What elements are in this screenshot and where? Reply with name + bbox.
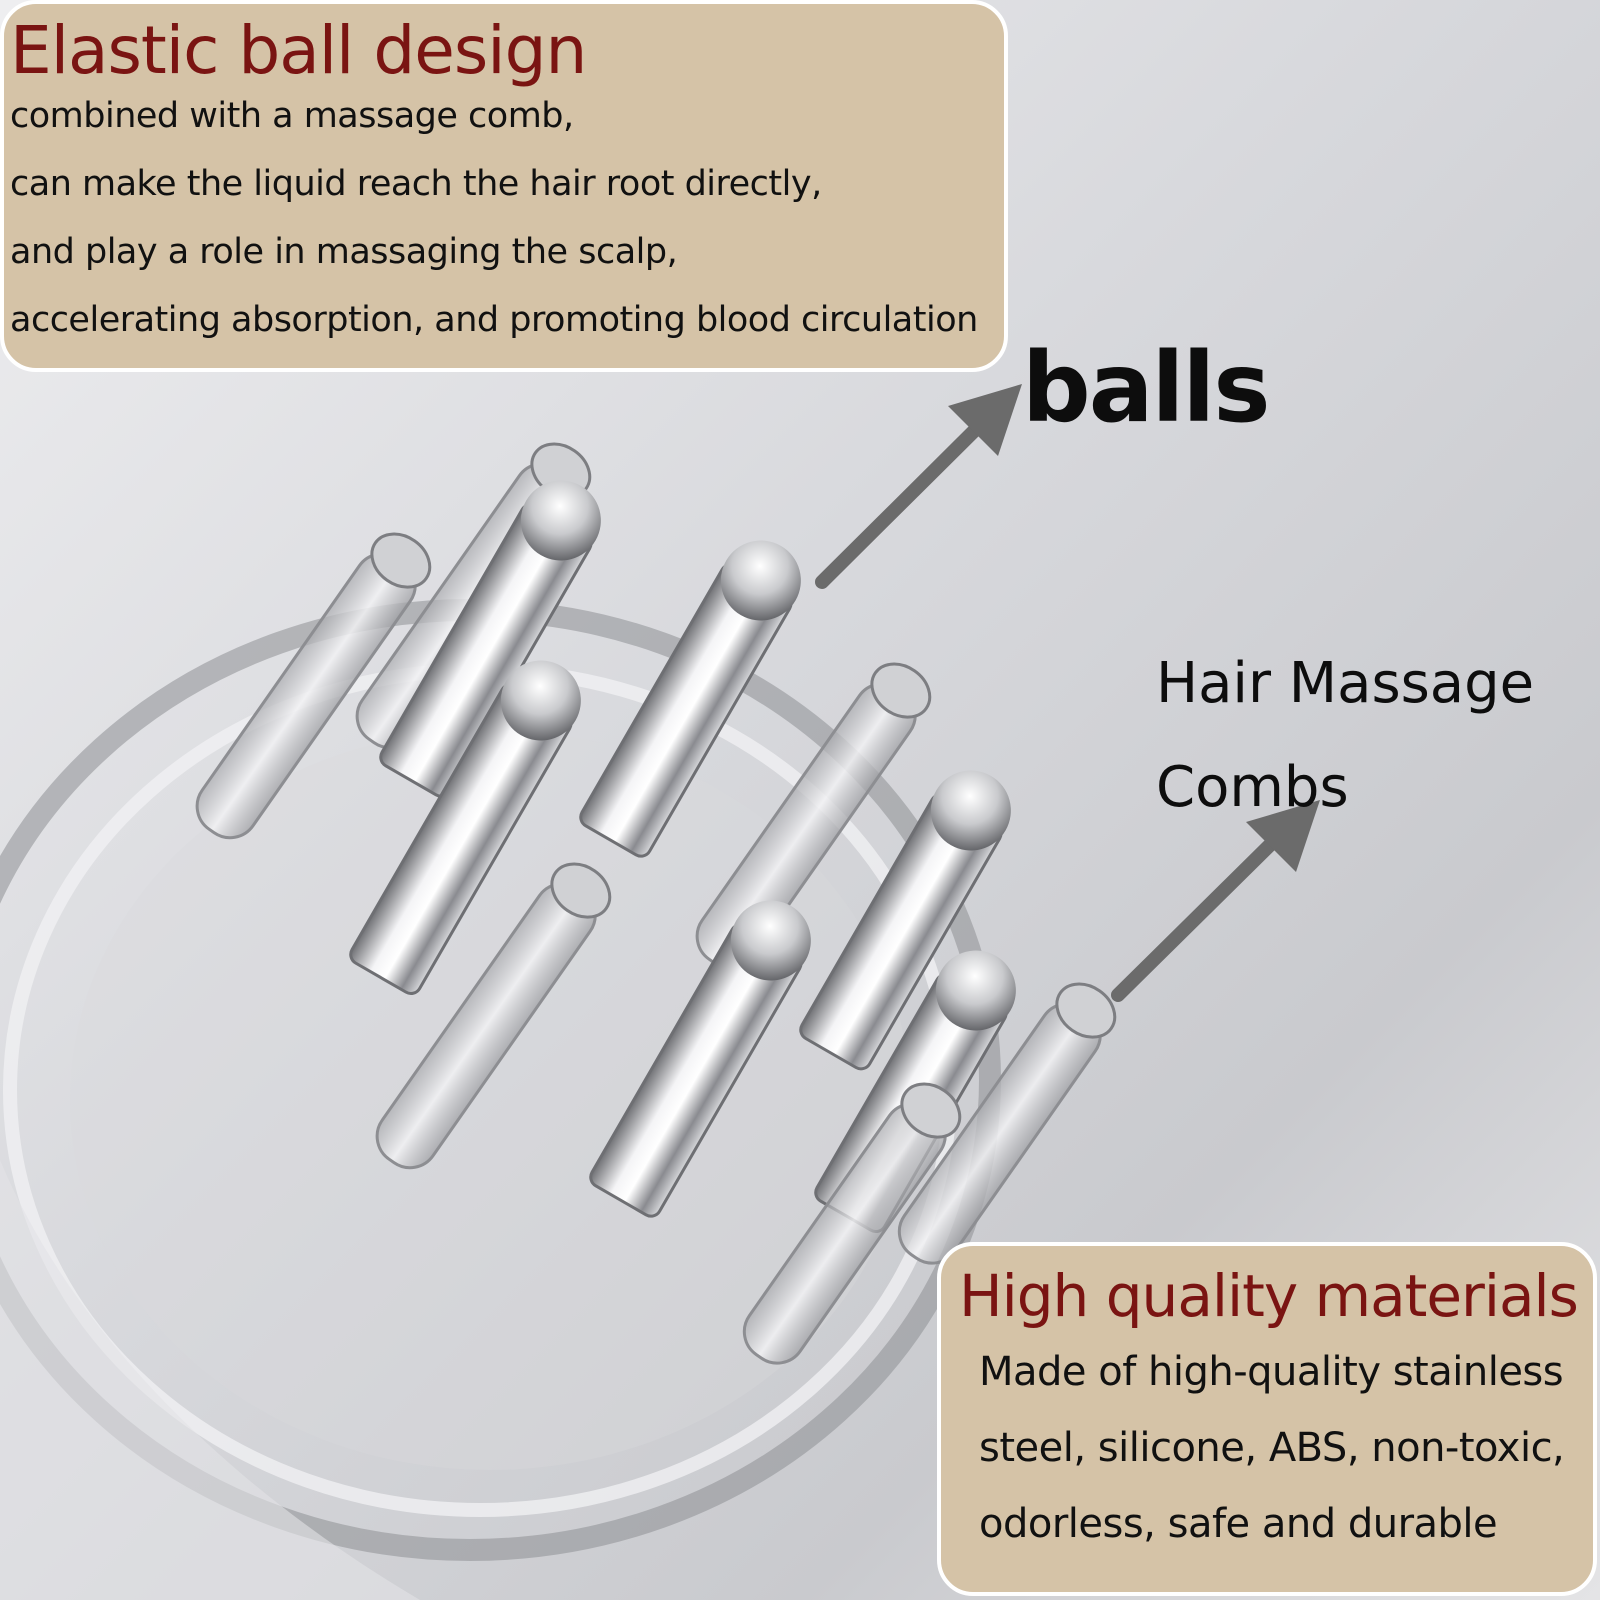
materials-line: odorless, safe and durable — [979, 1501, 1498, 1547]
combs-label-line: Combs — [1156, 755, 1349, 820]
clear-comb-tooth — [742, 1082, 962, 1365]
clear-comb-tooth — [897, 982, 1117, 1265]
materials-line: steel, silicone, ABS, non-toxic, — [979, 1425, 1565, 1471]
materials-line: Made of high-quality stainless — [979, 1349, 1564, 1395]
description-line: can make the liquid reach the hair root … — [10, 164, 822, 204]
balls-arrow-icon — [815, 384, 1022, 589]
high-quality-materials-heading: High quality materials — [959, 1262, 1579, 1330]
clear-comb-tooth — [375, 862, 612, 1170]
description-line: combined with a massage comb, — [10, 96, 574, 136]
chrome-ball-pin — [579, 540, 801, 858]
clear-comb-tooth — [195, 532, 432, 840]
chrome-ball-pin — [589, 900, 811, 1218]
clear-comb-tooth — [695, 662, 932, 970]
high-quality-materials-panel: High quality materials Made of high-qual… — [937, 1242, 1597, 1596]
chrome-ball-pin — [349, 660, 581, 995]
chrome-ball-pin — [379, 480, 601, 798]
elastic-ball-design-panel: Elastic ball design combined with a mass… — [0, 0, 1008, 372]
balls-label: balls — [1022, 332, 1270, 444]
hair-massage-combs-label: Hair Massage Combs — [1156, 632, 1534, 840]
elastic-ball-design-heading: Elastic ball design — [10, 12, 587, 89]
description-line: accelerating absorption, and promoting b… — [10, 300, 978, 340]
combs-label-line: Hair Massage — [1156, 651, 1535, 716]
chrome-ball-pin — [799, 770, 1011, 1071]
combs-arrow-icon — [1111, 800, 1320, 1002]
description-line: and play a role in massaging the scalp, — [10, 232, 678, 272]
